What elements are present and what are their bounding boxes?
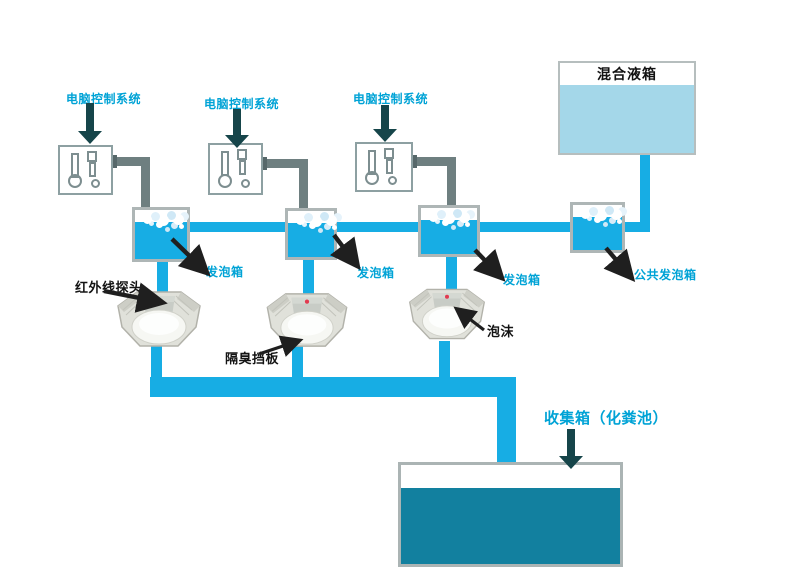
mixing-tank: 混合液箱 [558, 61, 696, 155]
control-system-label-2: 电脑控制系统 [204, 97, 280, 111]
foaming-tank-3 [418, 205, 480, 257]
panel-outlet-2 [260, 157, 267, 170]
foam-bubbles-icon [143, 215, 152, 224]
control-pipe-2-horizontal [261, 159, 308, 168]
foaming-tank-label-2: 发泡箱 [357, 266, 395, 280]
supply-pipe-2 [303, 258, 314, 295]
collection-tank-water [401, 488, 620, 564]
main-drain-vertical [497, 397, 516, 464]
control-pipe-3-horizontal [411, 157, 456, 166]
mixing-tank-liquid [560, 85, 694, 153]
foam-bubbles-icon [581, 210, 590, 219]
control-panel-3 [355, 142, 413, 192]
foam-label: 泡沫 [487, 324, 515, 339]
panel-knob-icon [218, 174, 232, 188]
supply-pipe-3 [446, 255, 457, 290]
odor-baffle-label: 隔臭挡板 [225, 351, 280, 366]
foaming-tank-label-3: 发泡箱 [503, 273, 541, 287]
infrared-sensor-dot [445, 294, 449, 299]
control-system-label-1: 电脑控制系统 [66, 92, 142, 106]
panel-slider-icon [87, 151, 97, 162]
panel-outlet-1 [110, 155, 117, 168]
squat-toilet-2 [266, 293, 348, 347]
panel-outlet-3 [410, 155, 417, 168]
foaming-tank-2 [285, 208, 337, 260]
panel-slider-icon [384, 148, 394, 159]
control-pipe-1-horizontal [111, 157, 150, 166]
control-pipe-1-vertical [141, 157, 150, 209]
foaming-tank-water [288, 223, 334, 257]
panel-knob-icon [241, 179, 250, 188]
drain-pipe-1 [151, 344, 162, 379]
foam-bubbles-icon [429, 213, 438, 222]
mixing-tank-title: 混合液箱 [597, 66, 657, 82]
infrared-sensor-dot [156, 297, 162, 303]
control-pipe-3-vertical [447, 157, 456, 207]
collection-tank-label: 收集箱（化粪池） [544, 410, 669, 427]
squat-toilet-1 [117, 291, 201, 347]
panel-knob-icon [388, 176, 397, 185]
control-arrow-icon-1 [78, 103, 102, 144]
foaming-tank-water [135, 222, 187, 259]
tank-connector-pipe [185, 222, 650, 232]
panel-slider-icon [386, 159, 393, 174]
foaming-tank-label-1: 发泡箱 [206, 265, 244, 279]
panel-slider-icon [221, 151, 229, 176]
panel-slider-icon [239, 160, 246, 175]
foaming-tank-water [573, 217, 622, 250]
supply-pipe-1 [157, 260, 168, 295]
main-drain-horizontal [150, 377, 516, 397]
foam-bubbles-icon [296, 216, 305, 225]
collection-tank [398, 462, 623, 567]
control-panel-2 [208, 143, 263, 195]
squat-toilet-3 [408, 288, 486, 340]
public-foaming-tank-label: 公共发泡箱 [634, 268, 697, 282]
drain-pipe-2 [292, 345, 303, 379]
foaming-tank-water [421, 220, 477, 254]
panel-slider-icon [237, 149, 247, 160]
panel-knob-icon [91, 179, 100, 188]
infrared-sensor-dot [304, 299, 310, 304]
panel-slider-icon [89, 162, 96, 177]
control-panel-1 [58, 145, 113, 195]
drain-pipe-3 [439, 341, 450, 379]
foaming-tank-pointer-2 [329, 233, 361, 271]
public-foaming-tank [570, 202, 625, 253]
mixing-tank-down-pipe [640, 152, 650, 232]
foaming-tank-1 [132, 207, 190, 262]
panel-knob-icon [365, 171, 379, 185]
control-arrow-icon-3 [373, 105, 397, 142]
control-system-label-3: 电脑控制系统 [353, 92, 429, 106]
panel-knob-icon [68, 174, 82, 188]
control-pipe-2-vertical [299, 159, 308, 210]
infrared-probe-label: 红外线探头 [75, 280, 143, 295]
